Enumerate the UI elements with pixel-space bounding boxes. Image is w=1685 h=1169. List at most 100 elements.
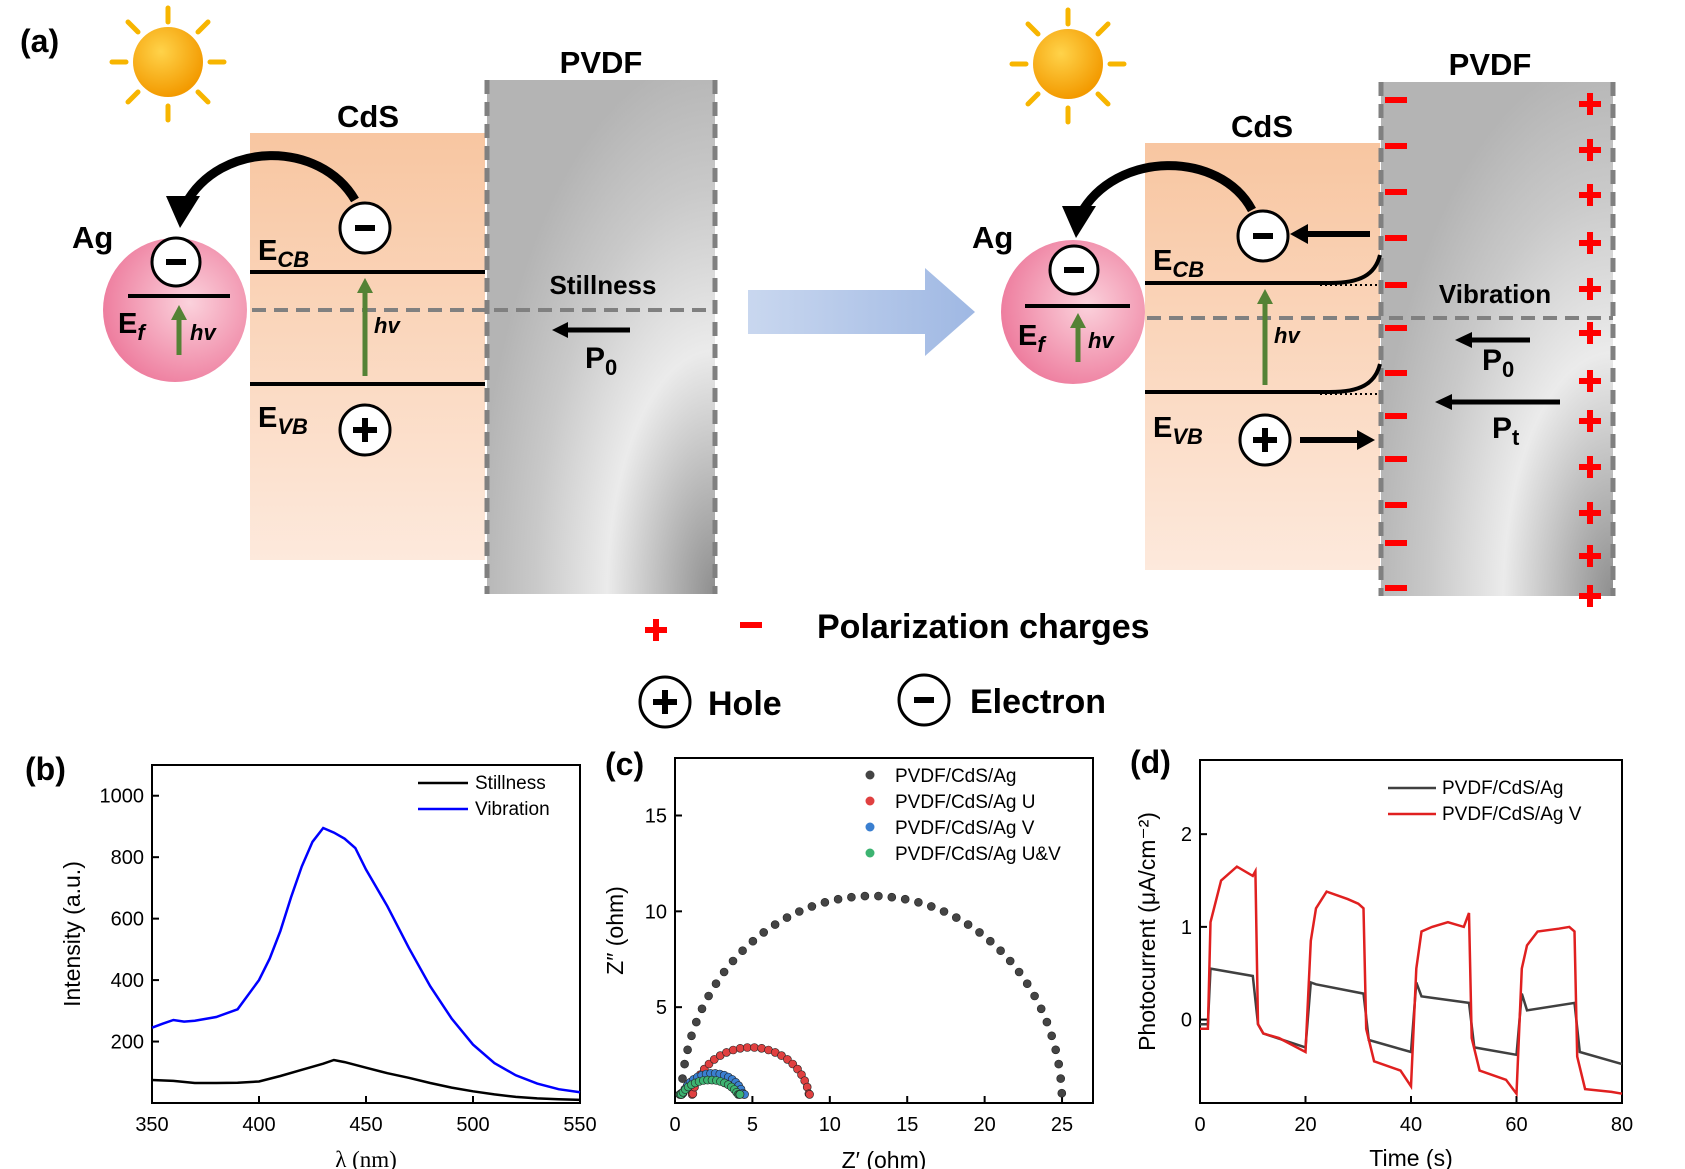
x-axis-label: Z′ (ohm) <box>842 1147 927 1169</box>
data-point <box>719 967 729 977</box>
data-point <box>711 979 721 989</box>
data-point <box>1036 1004 1046 1014</box>
x-tick-label: 10 <box>819 1114 841 1136</box>
electron-icon <box>897 673 951 727</box>
data-point <box>1057 1088 1067 1098</box>
electron-icon <box>1048 244 1100 296</box>
ecb-line-right <box>1145 254 1382 285</box>
electron-icon <box>1236 209 1290 263</box>
data-point <box>860 891 870 901</box>
x-tick-label: 500 <box>456 1114 489 1136</box>
x-tick-label: 0 <box>669 1114 680 1136</box>
vibration-label: Vibration <box>1439 279 1551 309</box>
series-line-2 <box>1200 865 1623 1098</box>
panel-c-label: (c) <box>605 746 644 782</box>
polarization-charges-label: Polarization charges <box>817 608 1150 646</box>
x-tick-label: 15 <box>896 1114 918 1136</box>
data-point <box>807 902 817 911</box>
legend-label: PVDF/CdS/Ag <box>1442 778 1563 799</box>
plot-frame <box>674 757 1094 1104</box>
data-point <box>728 1045 738 1055</box>
ag-particle-right <box>1001 240 1145 384</box>
pvdf-label-right: PVDF <box>1449 47 1532 82</box>
x-tick-label: 400 <box>242 1114 275 1136</box>
negative-polarization-charges <box>1385 97 1407 591</box>
x-tick-label: 350 <box>135 1114 168 1136</box>
ef-label-left: Ef <box>118 308 147 345</box>
data-point <box>683 1045 692 1055</box>
transition-arrow <box>748 268 975 356</box>
cds-label-right: CdS <box>1231 109 1293 144</box>
data-point <box>820 897 830 907</box>
hole-icon <box>638 675 692 729</box>
legend-label: PVDF/CdS/Ag U <box>895 792 1035 813</box>
data-point <box>939 907 949 916</box>
data-point <box>735 1090 745 1099</box>
data-point <box>996 946 1005 956</box>
y-tick-label: 800 <box>111 847 144 869</box>
ecb-label-left: ECB <box>258 235 309 272</box>
data-point <box>951 913 961 922</box>
legend-label: PVDF/CdS/Ag V <box>1442 804 1582 825</box>
y-axis-label: Photocurrent (μA/cm⁻²) <box>1134 812 1160 1051</box>
p0-label-left: P0 <box>585 342 617 380</box>
hv-label-ag-right: hv <box>1088 328 1115 353</box>
ef-label-right: Ef <box>1018 320 1047 357</box>
legend-label: PVDF/CdS/Ag U&V <box>895 844 1061 865</box>
pvdf-layer-left <box>487 80 715 594</box>
legend-marker <box>865 796 875 806</box>
ag-particle-left <box>103 238 247 382</box>
x-tick-label: 25 <box>1051 1114 1073 1136</box>
legend-label: PVDF/CdS/Ag V <box>895 818 1035 839</box>
data-point <box>985 936 995 946</box>
cds-label-left: CdS <box>337 99 399 134</box>
data-point <box>748 936 758 946</box>
y-axis-label: Intensity (a.u.) <box>59 861 85 1007</box>
panel-a-label: (a) <box>20 23 59 59</box>
x-tick-label: 60 <box>1505 1114 1527 1136</box>
x-axis-label: λ (nm) <box>335 1147 397 1169</box>
x-tick-label: 20 <box>974 1114 996 1136</box>
y-tick-label: 5 <box>656 997 667 1019</box>
electron-label: Electron <box>970 683 1106 721</box>
y-tick-label: 2 <box>1181 824 1192 846</box>
x-tick-label: 80 <box>1611 1114 1633 1136</box>
data-point <box>687 1031 696 1041</box>
x-tick-label: 5 <box>747 1114 758 1136</box>
y-tick-label: 200 <box>111 1032 144 1054</box>
hole-icon <box>1238 413 1292 467</box>
minus-charge-icon <box>740 622 762 628</box>
electron-icon <box>338 201 392 255</box>
x-tick-label: 40 <box>1400 1114 1422 1136</box>
data-point <box>1005 956 1015 966</box>
ecb-label-right: ECB <box>1153 245 1204 282</box>
data-point <box>926 902 936 911</box>
data-point <box>1042 1017 1052 1027</box>
data-point <box>874 891 883 901</box>
y-tick-label: 1 <box>1181 917 1192 939</box>
data-point <box>1054 1059 1063 1069</box>
series-points-2 <box>687 1043 814 1099</box>
ag-label-left: Ag <box>72 220 113 255</box>
pt-label: Pt <box>1492 412 1520 450</box>
data-point <box>782 913 792 922</box>
data-point <box>735 1044 745 1053</box>
hole-icon <box>338 403 392 457</box>
series-points-1 <box>677 891 1067 1098</box>
panel-d-label: (d) <box>1130 744 1171 780</box>
data-point <box>805 1090 814 1099</box>
data-point <box>914 897 923 907</box>
x-tick-label: 20 <box>1294 1114 1316 1136</box>
hv-label-right: hv <box>1274 323 1301 348</box>
plus-charge-icon <box>645 619 667 641</box>
data-point <box>887 892 897 902</box>
p0-label-right: P0 <box>1482 344 1514 382</box>
y-tick-label: 600 <box>111 909 144 931</box>
positive-polarization-charges <box>1579 93 1601 607</box>
legend-label: PVDF/CdS/Ag <box>895 766 1016 787</box>
data-point <box>794 907 804 916</box>
ag-label-right: Ag <box>972 220 1013 255</box>
